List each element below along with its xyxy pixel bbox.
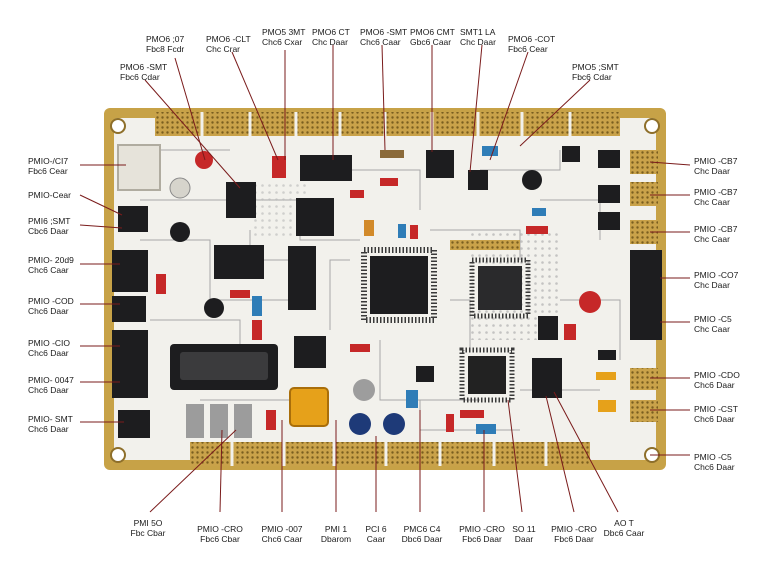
usb-connector <box>117 144 161 191</box>
capacitor-4 <box>522 170 542 190</box>
capacitor-blue-1 <box>349 413 371 435</box>
relay-2 <box>210 404 228 438</box>
connector-left-2 <box>112 250 148 292</box>
capacitor-2 <box>170 222 190 242</box>
capacitor-red-2 <box>579 291 601 313</box>
secondary-mcu-chip <box>469 257 531 319</box>
qfn-chip-left <box>296 198 334 236</box>
pin-header <box>450 240 520 250</box>
callout-left-2: PMIO-Cear <box>28 190 71 200</box>
regulator-chip <box>214 245 264 279</box>
ic-chip-right <box>532 358 562 398</box>
small-chip-b <box>416 366 434 382</box>
connector-vertical <box>288 246 316 310</box>
mosfet-3 <box>598 212 620 230</box>
rf-chip <box>226 182 256 218</box>
leader-lines <box>79 44 691 513</box>
mount-hole-bl <box>110 447 126 463</box>
connector-left-5 <box>118 410 150 438</box>
qfp-chip-lower <box>459 347 515 403</box>
relay-1 <box>186 404 204 438</box>
small-chip-a <box>468 170 488 190</box>
capacitor-1 <box>169 177 191 199</box>
battery-slot <box>180 352 268 380</box>
qfn-chip-mid <box>294 336 326 368</box>
small-chip-top <box>426 150 454 178</box>
connector-left-3 <box>112 296 146 322</box>
bottom-pad-row <box>190 442 590 466</box>
top-pad-row <box>155 112 620 136</box>
small-ic-right <box>538 316 558 340</box>
connector-left-1 <box>118 206 148 232</box>
mount-hole-tr <box>644 118 660 134</box>
terminal-block-right <box>630 250 662 340</box>
mosfet-2 <box>598 185 620 203</box>
soic-chip-top <box>300 155 352 181</box>
right-pad-column <box>630 150 658 422</box>
connector-left-4 <box>112 330 148 398</box>
mosfet-1 <box>598 150 620 168</box>
smd-parts <box>156 146 616 434</box>
relay-3 <box>234 404 252 438</box>
capacitor-blue-2 <box>383 413 405 435</box>
capacitor-3 <box>204 298 224 318</box>
capacitor-red <box>195 151 213 169</box>
capacitor-5 <box>353 379 375 401</box>
inductor <box>289 387 329 427</box>
mount-hole-tl <box>110 118 126 134</box>
sot-chip <box>562 146 580 162</box>
main-mcu-chip <box>361 247 437 323</box>
